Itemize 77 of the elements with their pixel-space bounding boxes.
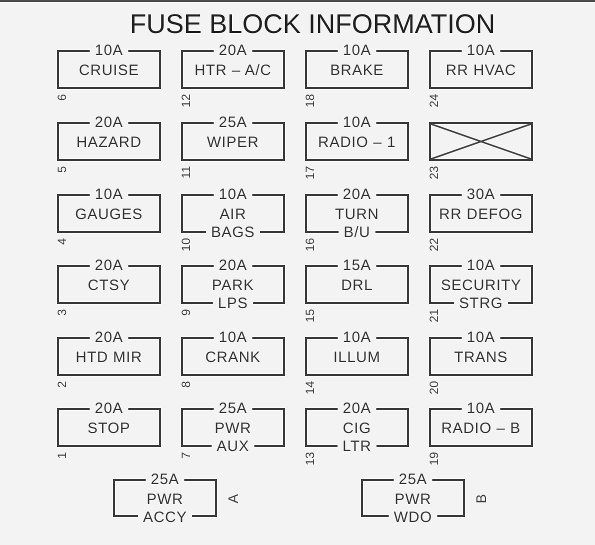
circuit-name: CIG LTR — [342, 420, 372, 456]
fuse-number: 21 — [428, 309, 440, 322]
circuit-name: PWR WDO — [394, 491, 432, 527]
fuse-number: 1 — [56, 452, 68, 459]
circuit-name: TURN B/U — [334, 206, 380, 242]
circuit-name: HTD MIR — [76, 349, 142, 367]
fuse-number: 16 — [304, 238, 316, 252]
fuse-number: 8 — [180, 381, 192, 388]
circuit-name: STOP — [88, 420, 130, 438]
circuit-name: RR HVAC — [446, 62, 516, 80]
circuit-name: ILLUM — [333, 349, 381, 367]
circuit-name: CRANK — [205, 349, 261, 367]
fuse-number: 12 — [180, 94, 192, 108]
fuse-rating: 15A — [342, 258, 372, 274]
circuit-name: RADIO – B — [441, 420, 521, 438]
fuse-number: 11 — [180, 166, 192, 178]
fuse-rating: 25A — [218, 115, 248, 131]
circuit-name: HAZARD — [76, 134, 142, 152]
circuit-name: CTSY — [88, 277, 130, 295]
fuse-rating: 25A — [150, 472, 180, 488]
fuse-rating: 10A — [466, 330, 496, 346]
circuit-name: PWR AUX — [214, 420, 252, 456]
circuit-name: PARK LPS — [212, 277, 254, 313]
fuse-number: 14 — [304, 381, 316, 394]
diagram-title: FUSE BLOCK INFORMATION — [130, 8, 496, 40]
circuit-name: PWR ACCY — [142, 491, 188, 527]
fuse-position-letter: B — [474, 494, 488, 503]
fuse-number: 3 — [56, 309, 68, 316]
circuit-name: SECURITY STRG — [440, 277, 522, 313]
circuit-name: BRAKE — [330, 62, 384, 80]
circuit-name: WIPER — [206, 134, 260, 152]
circuit-name: AIR BAGS — [210, 206, 256, 242]
fuse-rating: 10A — [466, 258, 496, 274]
fuse-number: 7 — [180, 452, 192, 459]
fuse-number: 2 — [56, 381, 68, 388]
fuse-rating: 20A — [94, 330, 124, 346]
circuit-name: DRL — [341, 277, 373, 295]
fuse-rating: 30A — [466, 187, 496, 203]
fuse-number: 23 — [428, 166, 440, 180]
fuse-number: 20 — [428, 381, 440, 394]
fuse-rating: 25A — [218, 401, 248, 417]
fuse-rating: 20A — [94, 115, 124, 131]
fuse-number: 15 — [304, 309, 316, 322]
fuse-number: 5 — [56, 166, 68, 173]
fuse-rating: 10A — [342, 115, 372, 131]
fuse-rating: 10A — [342, 330, 372, 346]
fuse-number: 9 — [180, 309, 192, 316]
fuse-rating: 20A — [218, 258, 248, 274]
fuse-rating: 10A — [342, 43, 372, 59]
fuse-rating: 20A — [342, 187, 372, 203]
fuse-rating: 25A — [398, 472, 428, 488]
circuit-name: CRUISE — [78, 62, 140, 80]
fuse-number: 17 — [304, 166, 316, 180]
fuse-number: 10 — [180, 238, 192, 252]
fuse-rating: 10A — [466, 43, 496, 59]
fuse-rating: 20A — [94, 401, 124, 417]
fuse-number: 6 — [56, 94, 68, 101]
circuit-name: RADIO – 1 — [318, 134, 396, 152]
fuse-rating: 10A — [94, 43, 124, 59]
fuse-position-letter: A — [226, 494, 240, 503]
fuse-rating: 10A — [466, 401, 496, 417]
fuse-rating: 20A — [94, 258, 124, 274]
fuse-rating: 20A — [218, 43, 248, 59]
fuse-number: 22 — [428, 238, 440, 252]
fuse-rating: 10A — [94, 187, 124, 203]
fuse-number: 13 — [304, 452, 316, 466]
fuse-rating: 20A — [342, 401, 372, 417]
fuse-number: 18 — [304, 94, 316, 108]
circuit-name: HTR – A/C — [194, 62, 272, 80]
circuit-name: GAUGES — [75, 206, 143, 224]
fuse-number: 24 — [428, 94, 440, 108]
circuit-name: TRANS — [454, 349, 508, 367]
fuse-number: 19 — [428, 452, 440, 466]
fuse-number: 4 — [56, 238, 68, 245]
fuse-rating: 10A — [218, 187, 248, 203]
fuse-rating: 10A — [218, 330, 248, 346]
circuit-name: RR DEFOG — [439, 206, 523, 224]
